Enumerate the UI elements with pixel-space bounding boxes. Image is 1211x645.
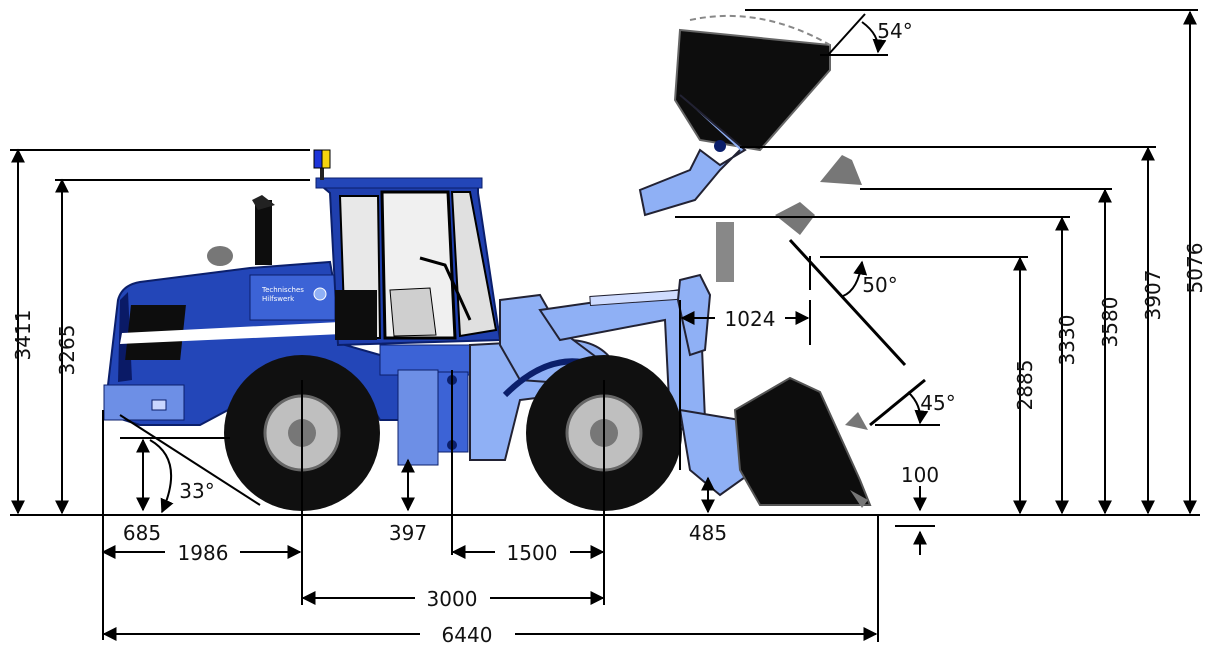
raised-bucket — [638, 14, 831, 217]
label-carry-angle: 45° — [920, 391, 955, 415]
tail-light — [151, 399, 167, 411]
label-height-cab: 3265 — [55, 325, 79, 376]
label-approach-angle: 33° — [179, 479, 214, 503]
label-dump-angle: 50° — [862, 273, 897, 297]
label-dig-depth: 100 — [901, 463, 939, 487]
steering-column — [419, 256, 472, 321]
label-wheelbase: 3000 — [427, 587, 478, 611]
dimension-labels: 3411 3265 685 33° 1986 397 1500 3000 644… — [11, 19, 1207, 645]
label-hinge-b: 3330 — [1055, 315, 1079, 366]
dimension-lines — [10, 9, 1198, 642]
pin-post — [716, 222, 734, 282]
body-stripe — [120, 322, 342, 344]
cab-window-front — [450, 191, 498, 338]
hinge-mark-lower — [775, 202, 815, 235]
label-rear-to-axle: 1986 — [178, 541, 229, 565]
label-hinge-a: 3580 — [1098, 297, 1122, 348]
exhaust-pipe — [255, 200, 272, 265]
label-dump-clearance: 2885 — [1013, 360, 1037, 411]
label-overall-length: 6440 — [442, 623, 493, 645]
label-bucket-under: 485 — [689, 521, 727, 545]
bucket-tooth — [850, 490, 868, 508]
label-dump-reach: 1024 — [725, 307, 776, 331]
dump-edge-line — [788, 238, 907, 367]
label-max-height: 5076 — [1183, 243, 1207, 294]
logo-line2: Hilfswerk — [262, 295, 295, 303]
label-axle-to-pivot: 1500 — [507, 541, 558, 565]
carry-bucket-tip — [845, 412, 868, 430]
wheel-loader: Technisches Hilfswerk — [103, 149, 872, 511]
label-height-beacon: 3411 — [11, 310, 35, 361]
carry-edge-line — [869, 378, 926, 427]
hinge-mark-upper — [820, 155, 862, 185]
cab-roof — [315, 177, 483, 189]
bucket-ground — [733, 376, 872, 506]
rear-bumper — [103, 384, 185, 421]
fuel-tank — [397, 369, 439, 466]
beacon-blue — [313, 149, 323, 169]
label-hinge-max: 3907 — [1141, 270, 1165, 321]
air-intake — [207, 246, 233, 266]
logo-line1: Technisches — [261, 286, 304, 294]
label-front-overhang: 685 — [123, 521, 161, 545]
operator-seat — [389, 287, 437, 337]
exhaust-cap — [252, 195, 275, 210]
cab-step — [335, 290, 377, 340]
beacon-yellow — [321, 149, 331, 169]
label-ground-clearance: 397 — [389, 521, 427, 545]
label-rollback-angle: 54° — [877, 19, 912, 43]
beacon-post — [320, 168, 324, 180]
logo-emblem — [313, 287, 327, 301]
